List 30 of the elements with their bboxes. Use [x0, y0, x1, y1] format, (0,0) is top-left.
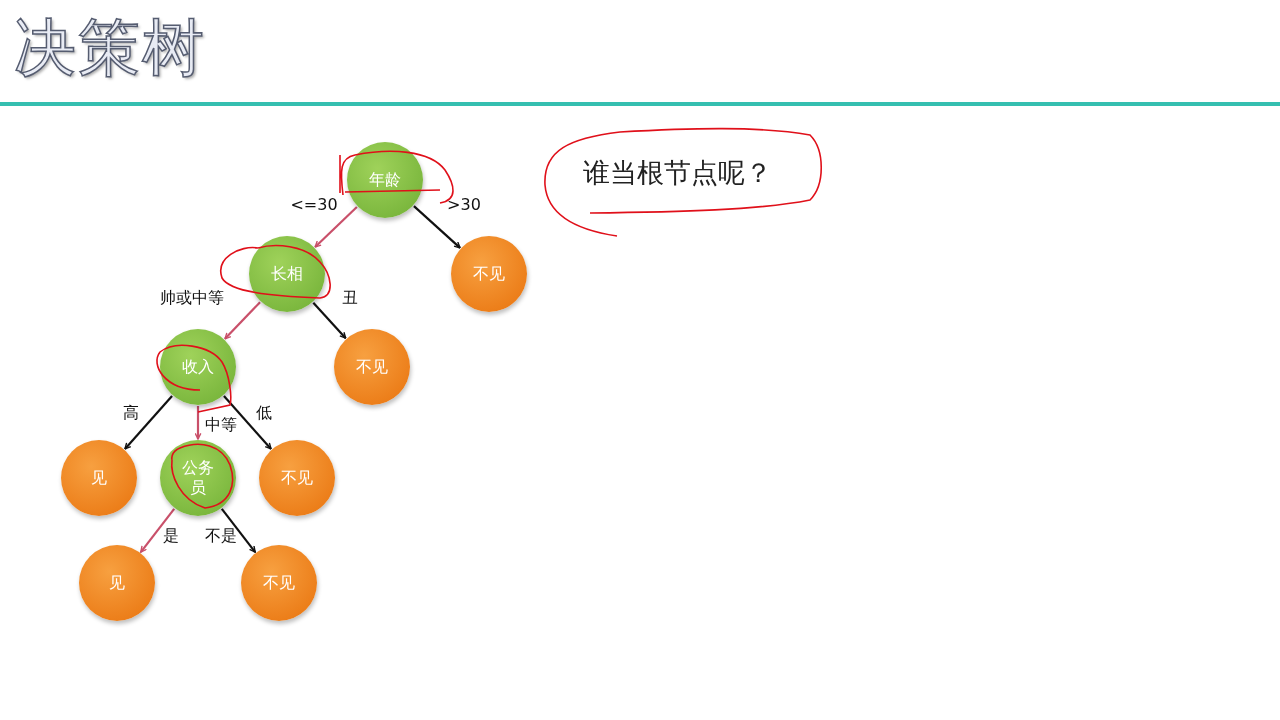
leaf-node-circle: 不见	[241, 545, 317, 621]
arrow	[220, 508, 257, 553]
leaf-node-circle: 不见	[451, 236, 527, 312]
decision-node-circle: 年龄	[347, 142, 423, 218]
arrow	[139, 508, 176, 553]
arrow	[194, 406, 202, 440]
arrow	[124, 395, 173, 450]
edge-label: 是	[163, 525, 179, 547]
arrow	[312, 302, 347, 339]
decision-node-circle: 长相	[249, 236, 325, 312]
edge-label: 高	[123, 402, 139, 424]
leaf-node-circle: 见	[61, 440, 137, 516]
edge-label: 中等	[205, 414, 237, 436]
arrow	[223, 395, 272, 450]
leaf-node-circle: 见	[79, 545, 155, 621]
edge-label: 帅或中等	[160, 287, 224, 309]
edge-label: 丑	[342, 287, 358, 309]
leaf-node-circle: 不见	[334, 329, 410, 405]
edge-label: <=30	[290, 194, 338, 214]
edge-label: 低	[256, 402, 272, 424]
arrow	[224, 301, 261, 340]
question-text: 谁当根节点呢？	[583, 156, 772, 190]
arrow	[314, 206, 358, 248]
edge-label: >30	[447, 194, 481, 214]
slide-title: 决策树	[14, 10, 206, 86]
arrow	[413, 205, 461, 249]
decision-node-circle: 收入	[160, 329, 236, 405]
leaf-node-circle: 不见	[259, 440, 335, 516]
edge-label: 不是	[205, 525, 237, 547]
decision-node-circle: 公务员	[160, 440, 236, 516]
